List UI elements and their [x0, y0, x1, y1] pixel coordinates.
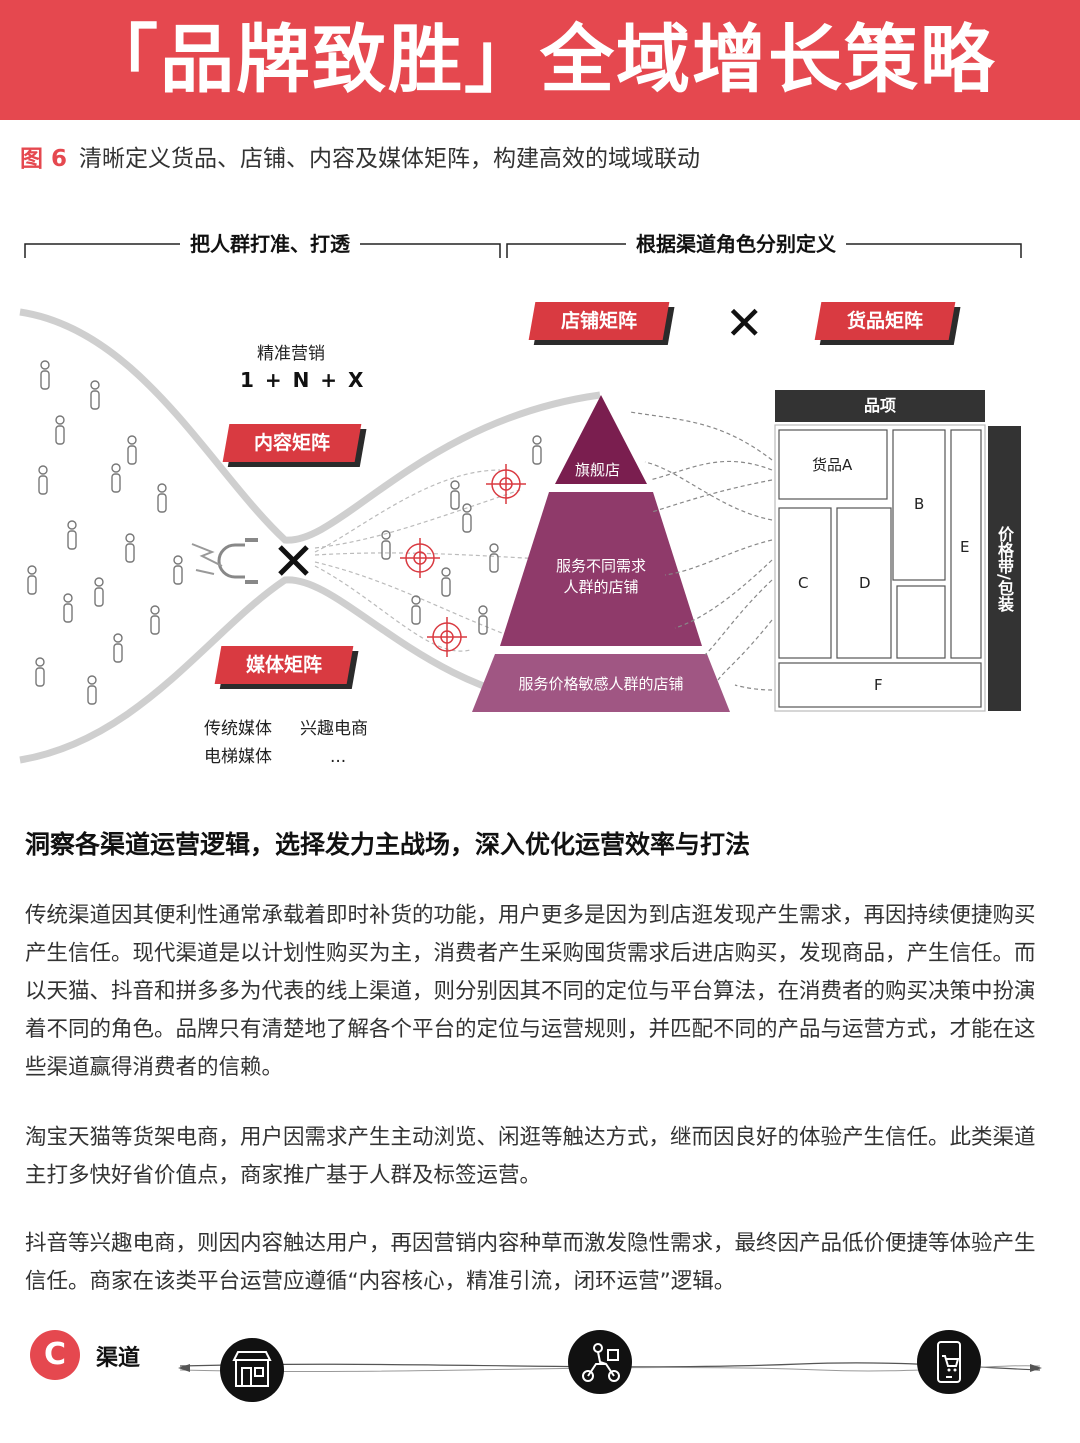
figure-caption-text: 清晰定义货品、店铺、内容及媒体矩阵，构建高效的域域联动: [79, 146, 701, 172]
section-badge: C: [30, 1330, 80, 1380]
pyramid-bottom-label: 服务价格敏感人群的店铺: [518, 675, 684, 693]
matrix-cross-icon: ✕: [725, 296, 764, 350]
grid-arrows: [629, 411, 773, 691]
precision-marketing-label: 精准营销: [257, 344, 325, 364]
media-item-more: ...: [330, 747, 347, 767]
grid-cell-f: F: [874, 676, 883, 694]
target-icons: [400, 464, 526, 657]
crowd-icons: [27, 360, 542, 705]
article-paragraph-2: 淘宝天猫等货架电商，用户因需求产生主动浏览、闲逛等触达方式，继而因良好的体验产生…: [25, 1125, 1036, 1188]
funnel-top-curve: [19, 308, 601, 544]
small-cross-icon: [278, 545, 309, 576]
page-title: 「品牌致胜」全域增长策略: [84, 17, 996, 103]
magnet-icon: [217, 538, 258, 584]
left-section-title: 把人群打准、打透: [180, 231, 360, 257]
pyramid-bottom: [472, 654, 730, 712]
media-matrix-tag: 媒体矩阵: [214, 646, 354, 684]
phone-cart-icon: [917, 1330, 981, 1394]
store-matrix-tag: 店铺矩阵: [528, 302, 670, 340]
article-paragraph-3: 抖音等兴趣电商，则因内容触达用户，再因营销内容种草而激发隐性需求，最终因产品低价…: [25, 1231, 1036, 1294]
pyramid-middle: [500, 492, 702, 646]
content-matrix-tag: 内容矩阵: [222, 424, 362, 462]
lightning-icon: [191, 543, 223, 575]
goods-matrix-tag: 货品矩阵: [814, 302, 956, 340]
goods-grid: [774, 424, 986, 712]
figure-number: 图 6: [20, 146, 68, 172]
grid-side-label: 价格带/包装: [988, 426, 1021, 711]
store-icon: [220, 1338, 284, 1402]
media-item-elevator: 电梯媒体: [204, 747, 272, 767]
grid-cell-d: D: [859, 574, 871, 592]
formula-label: 1 + N + X: [240, 368, 366, 392]
grid-header: 品项: [775, 390, 985, 422]
delivery-scooter-icon: [568, 1330, 632, 1394]
grid-cell-c: C: [798, 574, 809, 592]
header-banner: 「品牌致胜」全域增长策略: [0, 0, 1080, 120]
right-section-title: 根据渠道角色分别定义: [626, 231, 846, 257]
article-paragraph-1: 传统渠道因其便利性通常承载着即时补货的功能，用户更多是因为到店逛发现产生需求，再…: [25, 903, 1036, 1080]
grid-cell-a: 货品A: [812, 456, 853, 474]
section-label: 渠道: [96, 1346, 141, 1371]
media-item-interest-ecommerce: 兴趣电商: [300, 719, 368, 739]
pyramid-top: [555, 395, 647, 484]
grid-cell-e: E: [960, 538, 970, 556]
article-headline: 洞察各渠道运营逻辑，选择发力主战场，深入优化运营效率与打法: [25, 830, 751, 859]
pyramid-middle-label: 服务不同需求 人群的店铺: [555, 557, 646, 596]
grid-cell-b: B: [914, 495, 925, 513]
funnel-bottom-curve: [19, 576, 561, 764]
media-item-traditional: 传统媒体: [204, 719, 272, 739]
figure-caption: 图 6 清晰定义货品、店铺、内容及媒体矩阵，构建高效的域域联动: [20, 144, 700, 174]
pyramid-top-label: 旗舰店: [575, 461, 621, 479]
